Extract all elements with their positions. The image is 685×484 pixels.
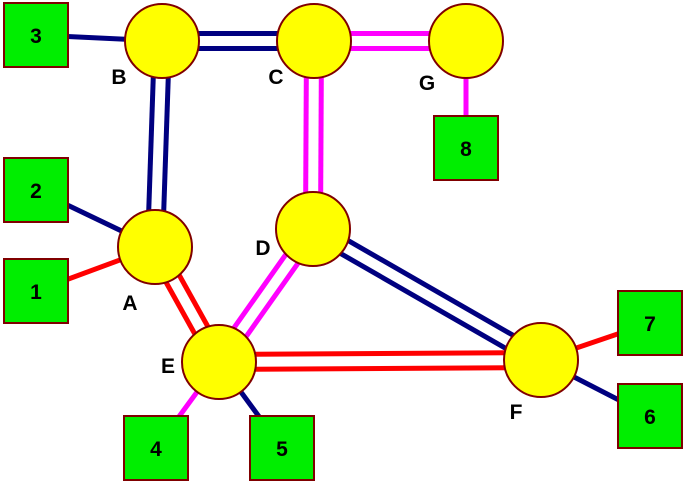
router-C: C <box>268 3 352 89</box>
router-label: D <box>255 237 270 260</box>
router-B: B <box>111 3 200 89</box>
router-label: E <box>161 355 175 378</box>
host-box <box>123 415 189 481</box>
host-label: 3 <box>30 25 42 48</box>
router-node <box>124 3 200 79</box>
link-D-F-2 <box>308 233 539 369</box>
router-E: E <box>161 324 257 400</box>
router-node <box>276 3 352 79</box>
host-box <box>3 258 69 324</box>
router-label: A <box>122 292 137 315</box>
host-label: 7 <box>644 313 656 336</box>
host-5: 5 <box>249 415 315 481</box>
host-box <box>3 2 69 68</box>
host-8: 8 <box>433 115 499 181</box>
router-node <box>181 324 257 400</box>
host-box <box>617 290 683 356</box>
router-D: D <box>255 191 351 267</box>
router-G: G <box>419 3 504 95</box>
router-F: F <box>503 322 579 424</box>
router-node <box>503 322 579 398</box>
host-label: 4 <box>150 438 162 461</box>
host-label: 6 <box>644 406 656 429</box>
host-box <box>433 115 499 181</box>
router-label: F <box>510 401 523 424</box>
hosts-layer: 1 2 3 4 5 6 7 8 <box>3 2 683 481</box>
host-3: 3 <box>3 2 69 68</box>
router-node <box>428 3 504 79</box>
router-A: A <box>117 209 193 315</box>
link-D-F-1 <box>315 220 546 356</box>
router-label: G <box>419 72 435 95</box>
host-4: 4 <box>123 415 189 481</box>
link-E-F-2 <box>219 364 542 372</box>
host-1: 1 <box>3 258 69 324</box>
host-label: 8 <box>460 138 472 161</box>
host-box <box>249 415 315 481</box>
host-6: 6 <box>617 383 683 449</box>
link-E-F-1 <box>218 350 541 358</box>
host-label: 1 <box>30 281 42 304</box>
host-label: 2 <box>30 180 42 203</box>
router-node <box>117 209 193 285</box>
routers-layer: A B C D E F G <box>111 3 579 424</box>
router-node <box>275 191 351 267</box>
host-2: 2 <box>3 157 69 223</box>
host-box <box>3 157 69 223</box>
host-7: 7 <box>617 290 683 356</box>
host-label: 5 <box>276 438 288 461</box>
router-label: C <box>268 66 283 89</box>
router-label: B <box>111 66 126 89</box>
host-box <box>617 383 683 449</box>
